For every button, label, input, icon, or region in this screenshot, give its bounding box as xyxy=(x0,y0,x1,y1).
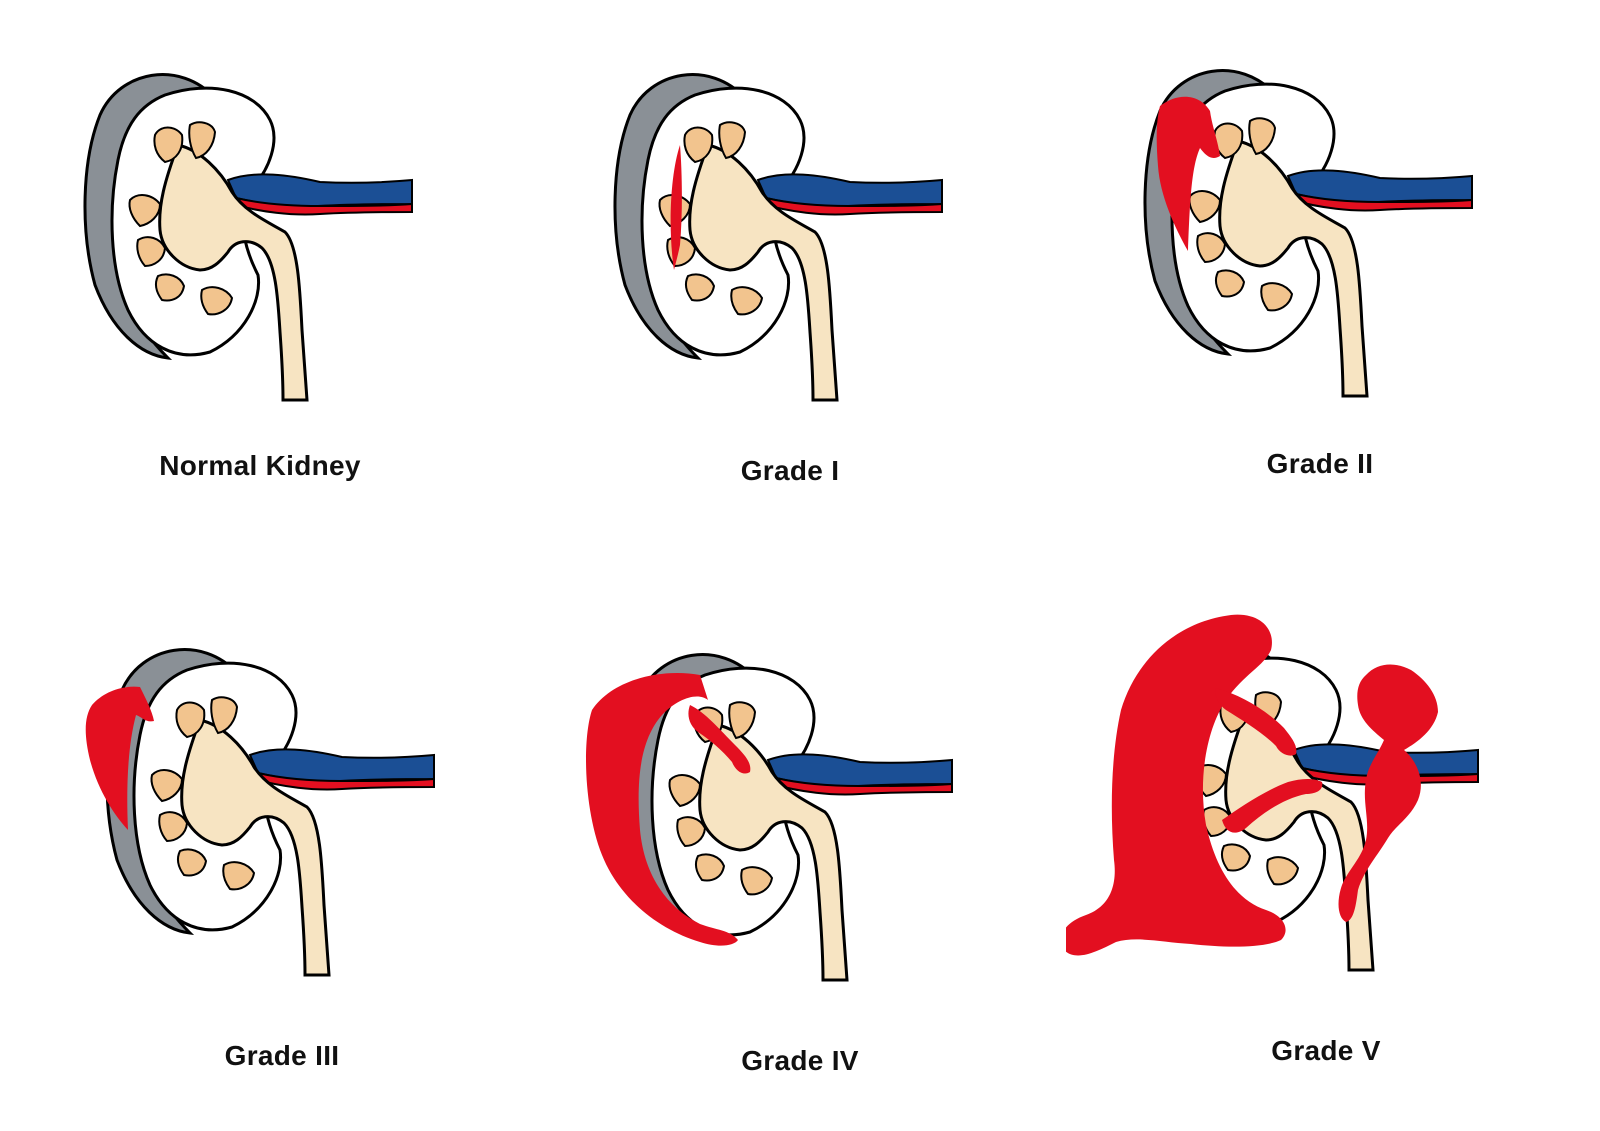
panel-label: Grade V xyxy=(1271,1035,1381,1066)
renal-pyramid xyxy=(676,816,707,848)
renal-pyramid xyxy=(1248,117,1277,156)
renal-pyramid xyxy=(1220,843,1252,872)
renal-pelvis xyxy=(180,718,331,977)
renal-pyramid xyxy=(683,126,714,164)
panel-label: Grade IV xyxy=(741,1045,859,1076)
perirenal-hematoma xyxy=(586,673,738,946)
renal-artery xyxy=(1290,192,1473,212)
renal-pyramid xyxy=(728,701,757,740)
renal-pelvis xyxy=(158,143,309,402)
laceration xyxy=(1222,779,1323,833)
renal-pyramid xyxy=(222,861,256,891)
renal-pyramid xyxy=(730,286,764,316)
renal-pyramid xyxy=(210,696,239,735)
renal-pyramid xyxy=(1260,282,1294,312)
renal-pyramid xyxy=(1266,856,1300,886)
renal-artery xyxy=(230,196,413,216)
renal-pyramid xyxy=(1196,232,1227,264)
kidney-icon xyxy=(85,648,435,977)
renal-pyramid xyxy=(200,286,234,316)
perirenal-hematoma xyxy=(1156,96,1220,252)
panel-grade-3: Grade III xyxy=(22,575,542,1115)
panel-label: Grade II xyxy=(1266,448,1374,479)
laceration xyxy=(688,705,751,774)
renal-pyramid xyxy=(718,121,747,160)
panel-normal-kidney: Normal Kidney xyxy=(0,0,520,540)
renal-pyramid xyxy=(740,866,774,896)
panel-label: Grade III xyxy=(224,1040,340,1071)
massive-hematoma xyxy=(1066,614,1286,956)
kidney-icon xyxy=(613,73,943,402)
panel-label: Grade I xyxy=(740,455,840,486)
kidney-icon xyxy=(1066,614,1479,972)
renal-pyramid xyxy=(694,853,726,882)
renal-artery xyxy=(760,196,943,216)
kidney-icon xyxy=(1143,69,1473,398)
renal-pyramid xyxy=(176,848,208,877)
renal-pyramid xyxy=(153,126,184,164)
renal-pyramid xyxy=(136,236,167,268)
renal-pelvis xyxy=(698,723,849,982)
panel-grade-4: Grade IV xyxy=(540,580,1060,1120)
kidney-icon xyxy=(586,653,953,982)
subcapsular-hematoma xyxy=(670,145,682,270)
panel-grade-1: Grade I xyxy=(530,0,1050,540)
renal-pyramid xyxy=(668,774,702,808)
hilar-hematoma xyxy=(1338,664,1438,922)
renal-pyramid xyxy=(150,769,184,803)
renal-pyramid xyxy=(1188,190,1222,224)
renal-pelvis xyxy=(688,143,839,402)
renal-pyramid xyxy=(128,194,162,228)
renal-pyramid xyxy=(188,121,217,160)
laceration xyxy=(1215,688,1297,756)
panel-grade-2: Grade II xyxy=(1060,0,1580,536)
renal-pyramid xyxy=(1214,269,1246,298)
renal-pyramid xyxy=(158,811,189,843)
renal-pelvis xyxy=(1218,139,1369,398)
renal-pyramid xyxy=(154,273,186,302)
renal-pyramid xyxy=(175,701,206,739)
renal-pyramid xyxy=(684,273,716,302)
renal-artery xyxy=(252,771,435,791)
perirenal-hematoma xyxy=(85,686,154,830)
panel-label: Normal Kidney xyxy=(159,450,361,481)
panel-grade-5: Grade V xyxy=(1066,570,1586,1110)
kidney-icon xyxy=(83,73,413,402)
renal-artery xyxy=(770,776,953,796)
